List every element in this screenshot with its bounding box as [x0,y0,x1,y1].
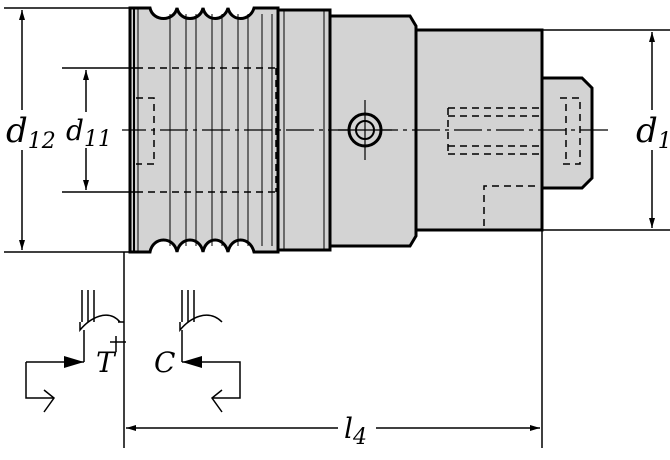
cross-hole [338,100,392,160]
t-symbol [25,290,126,413]
label-l4: l4 [344,412,367,450]
label-d12: d12 [6,111,56,154]
c-symbol [179,290,241,413]
extension-lines [4,7,670,448]
label-c: C [154,346,175,379]
label-d1: d1 [636,111,670,154]
hidden-lines [136,67,581,226]
label-t: T [96,346,117,379]
c-arrowhead [182,356,202,368]
label-d11: d11 [66,114,112,152]
t-arrowhead [64,356,84,368]
tip [540,76,594,190]
